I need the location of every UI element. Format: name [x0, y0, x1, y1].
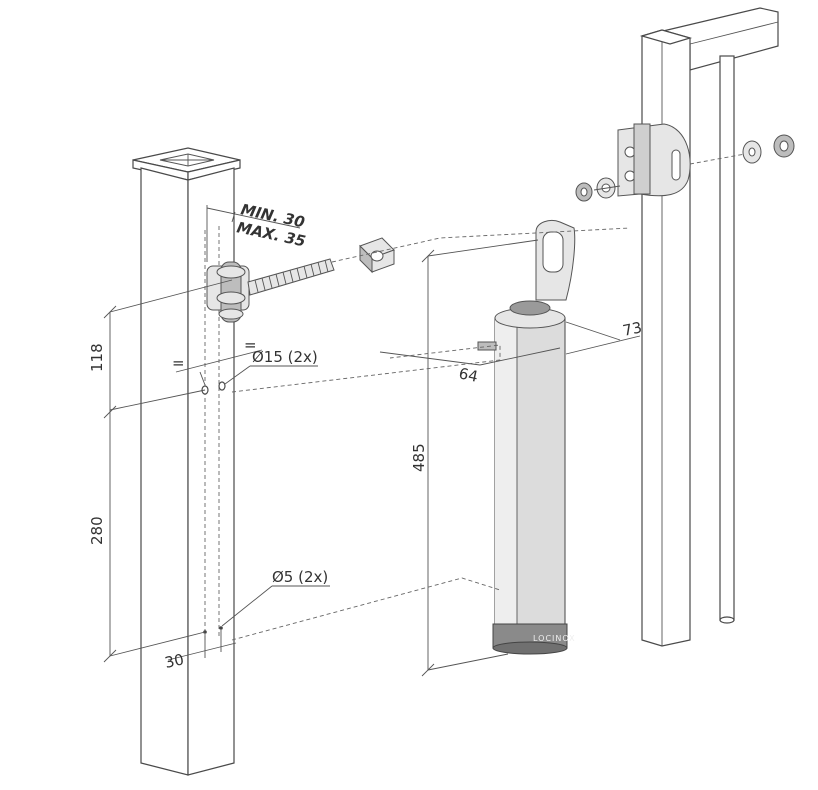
label-64: 64 [457, 364, 479, 386]
label-hole5: Ø5 (2x) [272, 568, 328, 586]
threaded-rod [247, 258, 335, 296]
dimension-485: 485 [410, 239, 539, 677]
right-gate-frame [639, 7, 779, 647]
equal-right: = [244, 336, 257, 354]
label-hole15: Ø15 (2x) [252, 348, 318, 366]
dimension-118: 118 [88, 279, 233, 419]
label-118: 118 [88, 343, 106, 372]
dimension-280: 280 [88, 412, 206, 663]
callout-hole-5: Ø5 (2x) [221, 568, 330, 627]
projection-lines [231, 227, 631, 641]
label-485: 485 [410, 443, 428, 472]
hinge-bracket [206, 261, 250, 323]
hardware-nuts-washers [575, 134, 795, 202]
gate-closer-cylinder: LOCINOX [477, 219, 576, 655]
label-73: 73 [621, 318, 643, 340]
equal-marks: = = [172, 336, 263, 386]
left-post [132, 147, 241, 776]
dimension-64-73: 64 73 [379, 318, 644, 386]
gate-bracket [617, 123, 691, 197]
dimension-30: 30 [163, 630, 237, 672]
label-30: 30 [163, 650, 185, 672]
equal-left: = [172, 354, 185, 372]
label-280: 280 [88, 516, 106, 545]
brand-label: LOCINOX [533, 634, 576, 643]
square-nut [359, 237, 395, 274]
callout-hole-15: Ø15 (2x) [224, 348, 318, 385]
